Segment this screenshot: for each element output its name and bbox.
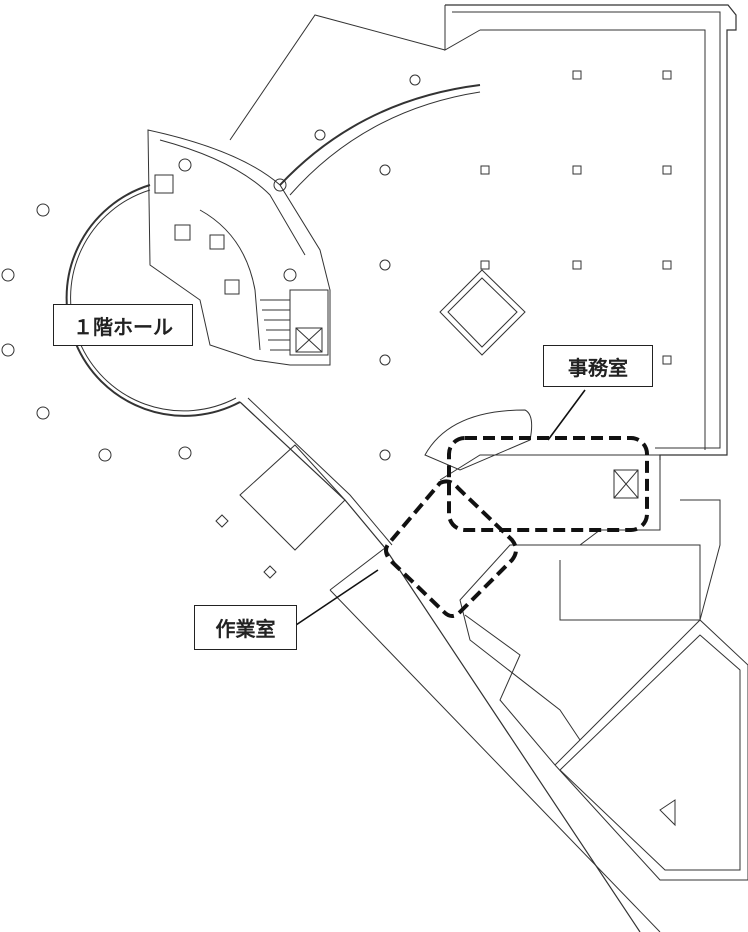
columns [1, 70, 672, 579]
south-wing-outline [239, 397, 748, 932]
office-highlight [447, 436, 649, 532]
workroom-highlight [384, 479, 518, 618]
main-building-outline [229, 4, 737, 460]
workroom-leader-line [295, 569, 379, 626]
workroom-label: 作業室 [194, 605, 297, 650]
central-diamond [439, 269, 526, 356]
office-leader-line [547, 389, 586, 441]
office-label: 事務室 [543, 345, 653, 387]
hall-label: １階ホール [53, 304, 193, 346]
core-block [147, 129, 331, 366]
